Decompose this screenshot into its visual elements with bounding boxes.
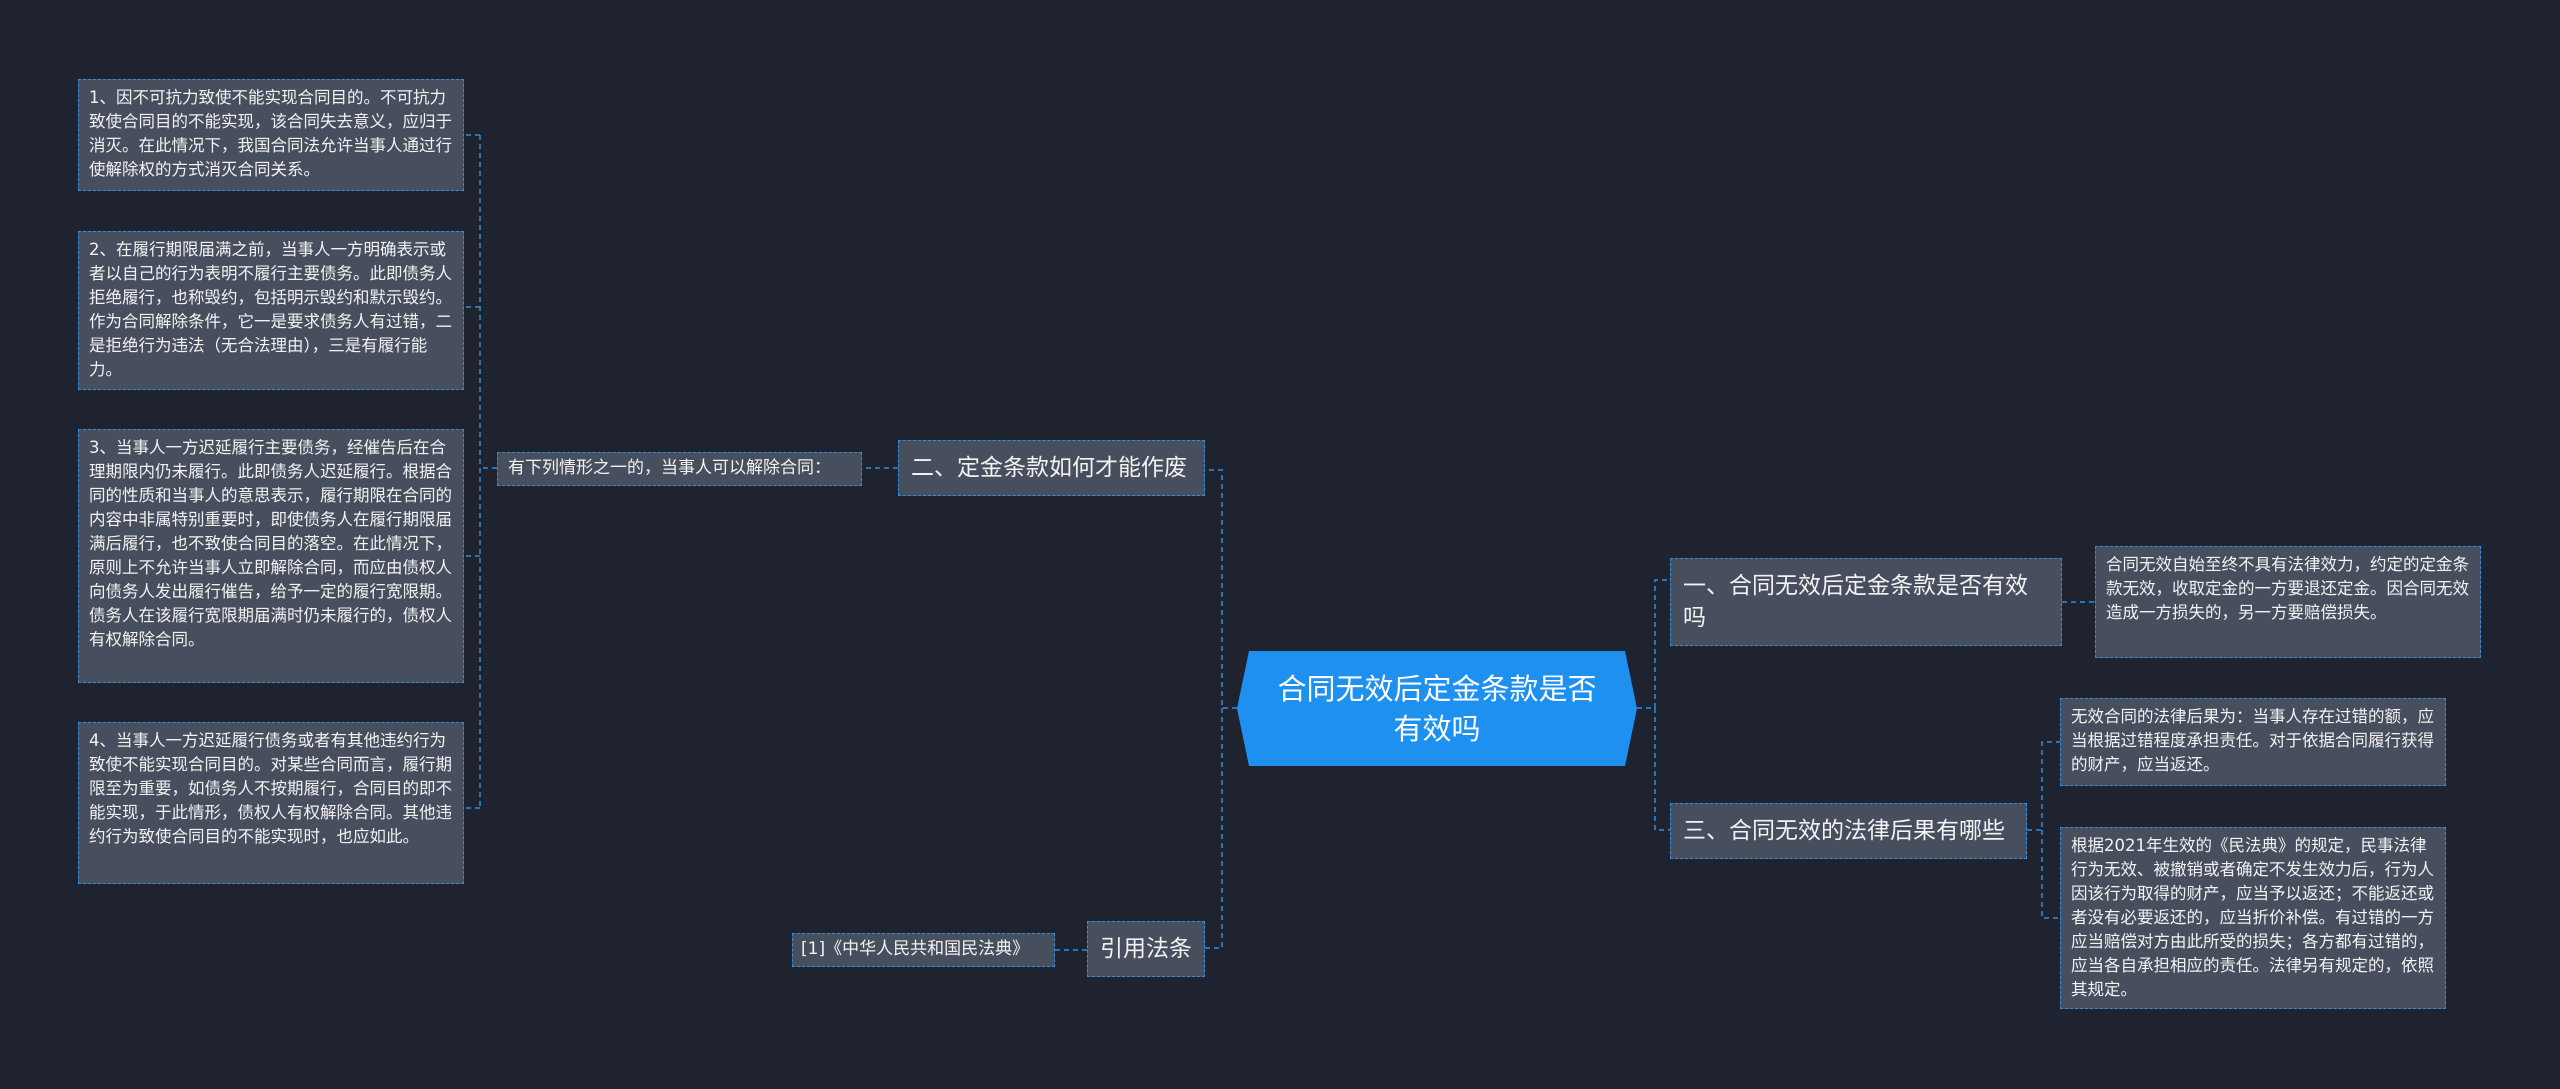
consequence-item-1-text: 无效合同的法律后果为：当事人存在过错的额，应当根据过错程度承担责任。对于依据合同… bbox=[2071, 707, 2434, 774]
leaf-item-4-text: 4、当事人一方迟延履行债务或者有其他违约行为致使不能实现合同目的。对某些合同而言… bbox=[89, 731, 452, 846]
leaf-item-4[interactable]: 4、当事人一方迟延履行债务或者有其他违约行为致使不能实现合同目的。对某些合同而言… bbox=[78, 722, 464, 884]
branch-cite-law[interactable]: 引用法条 bbox=[1087, 921, 1205, 977]
leaf-item-2[interactable]: 2、在履行期限届满之前，当事人一方明确表示或者以自己的行为表明不履行主要债务。此… bbox=[78, 231, 464, 390]
branch-cite-law-label: 引用法条 bbox=[1100, 936, 1192, 962]
leaf-item-3-text: 3、当事人一方迟延履行主要债务，经催告后在合理期限内仍未履行。此即债务人迟延履行… bbox=[89, 438, 452, 649]
consequence-item-2[interactable]: 根据2021年生效的《民法典》的规定，民事法律行为无效、被撤销或者确定不发生效力… bbox=[2060, 827, 2446, 1009]
leaf-item-3[interactable]: 3、当事人一方迟延履行主要债务，经催告后在合理期限内仍未履行。此即债务人迟延履行… bbox=[78, 429, 464, 683]
central-topic-text: 合同无效后定金条款是否有效吗 bbox=[1277, 671, 1597, 746]
branch-dingjin-validity[interactable]: 一、合同无效后定金条款是否有效吗 bbox=[1670, 558, 2062, 646]
cite-item-text: [1]《中华人民共和国民法典》 bbox=[801, 939, 1030, 959]
consequence-item-2-text: 根据2021年生效的《民法典》的规定，民事法律行为无效、被撤销或者确定不发生效力… bbox=[2071, 836, 2434, 999]
leaf-item-1[interactable]: 1、因不可抗力致使不能实现合同目的。不可抗力致使合同目的不能实现，该合同失去意义… bbox=[78, 79, 464, 191]
sub-node-conditions[interactable]: 有下列情形之一的，当事人可以解除合同： bbox=[497, 452, 862, 486]
branch-dingjin-void-label: 二、定金条款如何才能作废 bbox=[911, 455, 1187, 481]
leaf-item-2-text: 2、在履行期限届满之前，当事人一方明确表示或者以自己的行为表明不履行主要债务。此… bbox=[89, 240, 452, 379]
central-topic[interactable]: 合同无效后定金条款是否有效吗 bbox=[1237, 651, 1637, 766]
branch-legal-consequences-label: 三、合同无效的法律后果有哪些 bbox=[1683, 818, 2005, 844]
branch-legal-consequences[interactable]: 三、合同无效的法律后果有哪些 bbox=[1670, 803, 2027, 859]
branch-dingjin-validity-label: 一、合同无效后定金条款是否有效吗 bbox=[1683, 573, 2028, 631]
validity-answer-text: 合同无效自始至终不具有法律效力，约定的定金条款无效，收取定金的一方要退还定金。因… bbox=[2106, 555, 2469, 622]
validity-answer[interactable]: 合同无效自始至终不具有法律效力，约定的定金条款无效，收取定金的一方要退还定金。因… bbox=[2095, 546, 2481, 658]
branch-dingjin-void[interactable]: 二、定金条款如何才能作废 bbox=[898, 440, 1205, 496]
consequence-item-1[interactable]: 无效合同的法律后果为：当事人存在过错的额，应当根据过错程度承担责任。对于依据合同… bbox=[2060, 698, 2446, 786]
leaf-item-1-text: 1、因不可抗力致使不能实现合同目的。不可抗力致使合同目的不能实现，该合同失去意义… bbox=[89, 88, 452, 179]
sub-node-conditions-label: 有下列情形之一的，当事人可以解除合同： bbox=[508, 458, 831, 478]
cite-item[interactable]: [1]《中华人民共和国民法典》 bbox=[792, 933, 1055, 967]
